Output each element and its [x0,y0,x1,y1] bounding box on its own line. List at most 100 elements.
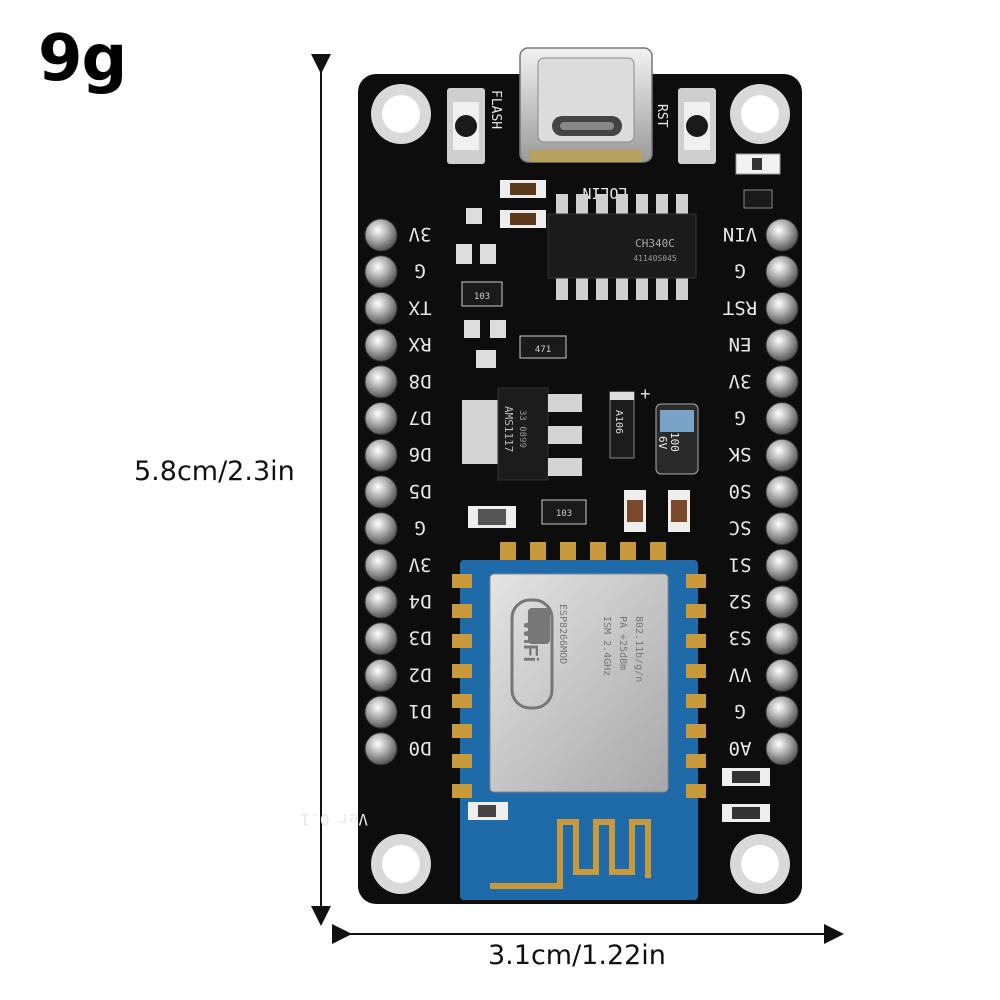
flash-label: FLASH [488,90,503,129]
left-pin-label-10: D4 [409,590,432,612]
plus-mark: + [640,384,651,404]
left-pin-label-3: RX [408,333,431,355]
module-pads [500,542,666,562]
right-pin-1 [765,255,799,289]
right-pin-12 [765,658,799,692]
right-pin-14 [765,732,799,766]
right-pin-label-3: EN [729,333,752,355]
capacitor [655,403,699,475]
diode [609,391,635,459]
version-label: Ver 0.1 [301,810,368,829]
regulator-label: AMS1117 [502,406,515,452]
right-pin-2 [765,291,799,325]
left-pin-9 [364,548,398,582]
usb-c-connector [519,47,653,163]
right-pin-label-1: G [734,260,745,282]
capacitor-label: 100 [668,432,681,452]
left-pin-10 [364,585,398,619]
right-pin-label-10: S2 [729,590,752,612]
left-pin-label-11: D3 [409,627,432,649]
rst-button-label: RST [654,104,669,128]
left-pin-label-14: D0 [409,737,432,759]
weight-label: 9g [38,22,127,96]
resistor-471-label: 471 [535,345,551,355]
right-pin-9 [765,548,799,582]
mounting-holes [371,84,790,894]
right-pin-label-6: SK [728,443,751,465]
right-pin-13 [765,695,799,729]
height-dimension-label: 5.8cm/2.3in [134,456,295,487]
module-spec-2: PA +25dBm [617,616,628,670]
left-pin-label-5: D7 [409,407,432,429]
module-model: ESP8266MOD [557,604,568,664]
width-dimension-label: 3.1cm/1.22in [488,940,666,971]
left-pin-1 [364,255,398,289]
right-pin-label-5: G [734,407,745,429]
left-pin-label-6: D6 [409,443,432,465]
right-pin-6 [765,438,799,472]
pcb-antenna-trace [490,819,651,889]
smd-transistor [743,189,773,209]
left-pin-14 [364,732,398,766]
module-spec-3: 802.11b/g/n [633,616,644,682]
right-pin-label-9: S1 [729,553,752,575]
left-pin-3 [364,328,398,362]
right-pin-11 [765,622,799,656]
left-pin-7 [364,475,398,509]
right-pin-label-2: RST [723,296,757,318]
right-pin-label-13: G [734,700,745,722]
right-pin-label-12: VV [729,663,752,685]
smd-components-top [456,180,567,368]
right-pin-label-14: A0 [729,737,752,759]
capacitor-voltage-label: 6V [656,436,669,450]
reset-button [678,88,716,164]
chip-label: CH340C [635,237,675,250]
left-pin-0 [364,218,398,252]
right-pin-0 [765,218,799,252]
smd-components-mid [468,490,690,532]
left-pin-13 [364,695,398,729]
chip-code: 41140S045 [633,254,677,263]
right-pin-10 [765,585,799,619]
wifi-logo-text: WiFi [519,620,541,662]
left-pin-label-2: TX [408,296,431,318]
right-pin-label-8: SC [729,517,752,539]
left-pin-label-4: D8 [409,370,432,392]
right-pin-5 [765,402,799,435]
left-pin-6 [364,438,398,472]
right-pin-7 [765,475,799,509]
ch340c-chip [547,194,697,300]
module-castellations [452,574,706,798]
right-pin-8 [765,512,799,546]
wifi-logo [510,598,554,710]
right-pin-label-4: 3V [729,370,752,392]
right-pin-4 [765,365,799,399]
flash-button [447,88,485,164]
left-pin-4 [364,365,398,399]
right-pin-3 [765,328,799,362]
left-pin-label-0: 3V [409,223,432,245]
left-pin-12 [364,658,398,692]
left-pin-label-12: D2 [409,663,432,685]
left-pin-label-1: G [414,260,425,282]
left-pin-label-8: G [414,517,425,539]
regulator-sub-label: 33 0899 [517,410,527,448]
left-pin-label-7: D5 [409,480,432,502]
module-spec-1: ISM 2.4GHz [601,616,612,676]
right-pin-label-11: S3 [729,627,752,649]
left-pin-label-13: D1 [409,700,432,722]
voltage-regulator [462,387,582,481]
resistor-103-label-2: 103 [556,509,572,519]
smd-components-bottom [722,768,770,822]
diode-label: A106 [613,410,624,434]
right-pin-label-0: VIN [723,223,757,245]
left-pin-label-9: 3V [409,553,432,575]
left-pin-5 [364,402,398,435]
left-pin-2 [364,291,398,325]
left-pin-11 [364,622,398,656]
left-pin-8 [364,512,398,546]
resistor-103-label: 103 [474,292,490,302]
